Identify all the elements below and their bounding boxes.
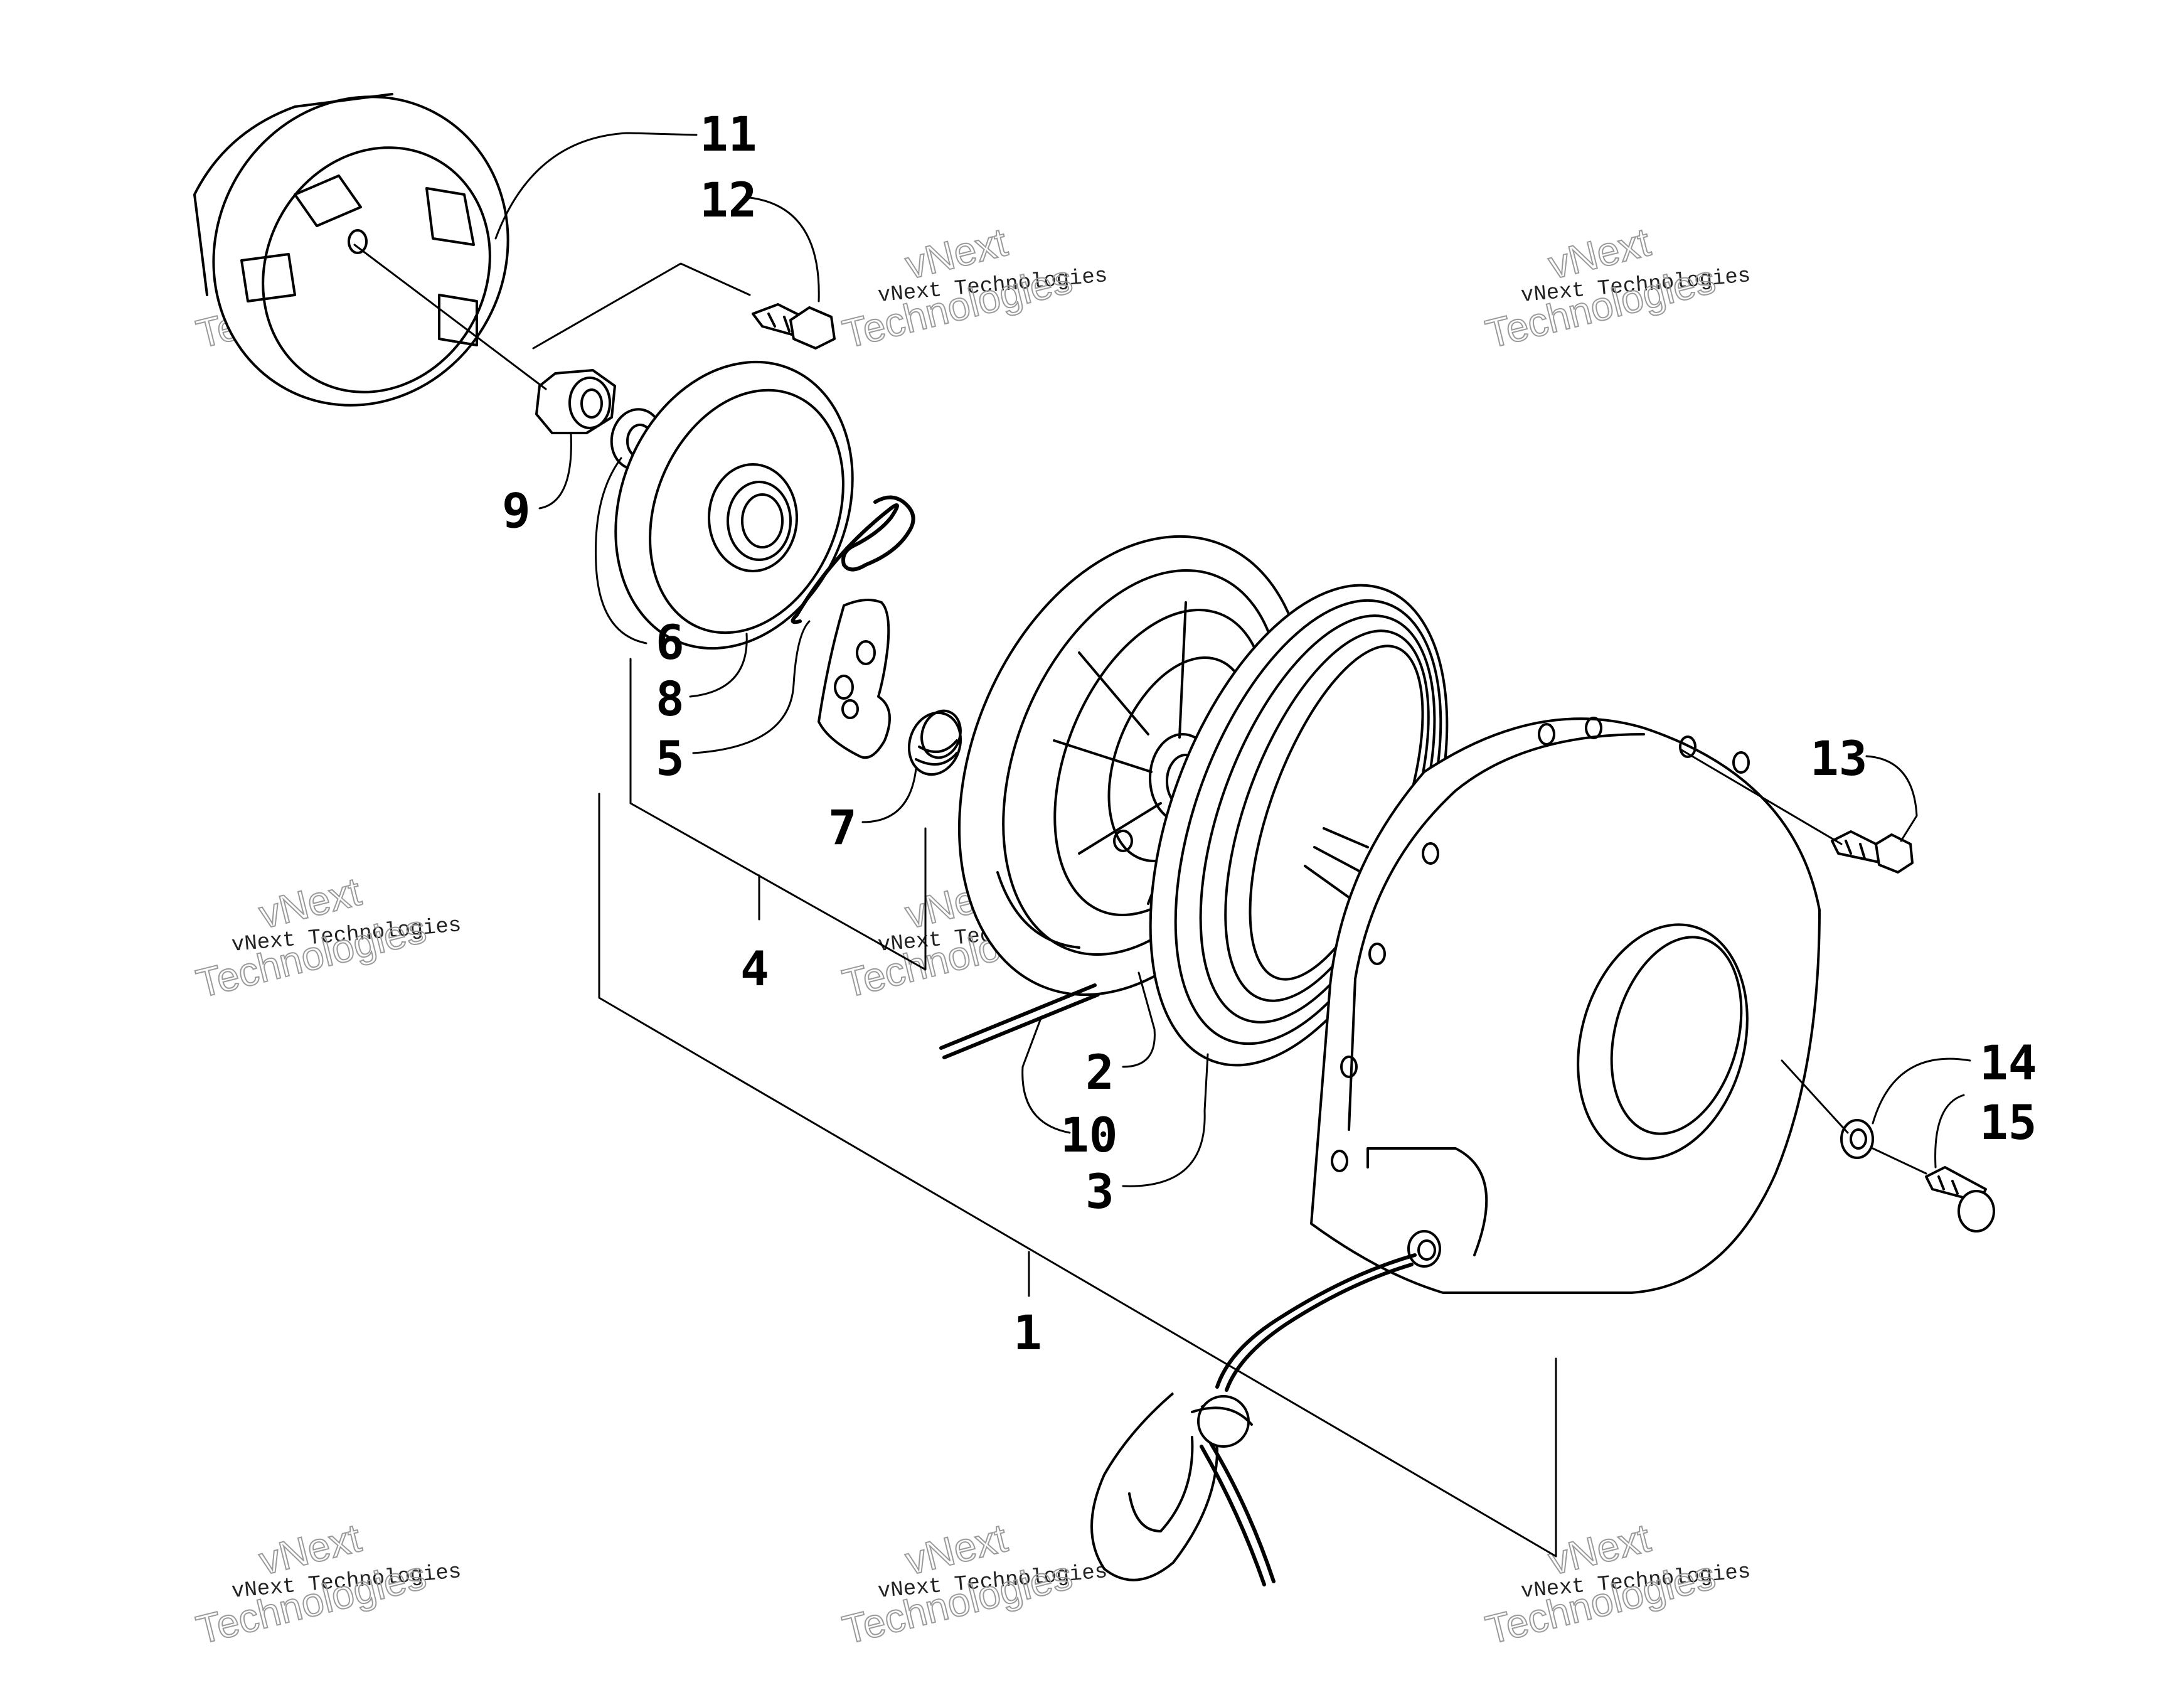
- callout-6: 6: [656, 614, 684, 670]
- callout-numbers: 11 12 9 6 8 5 7 4 2 10 3 1 13 14 15: [502, 106, 2037, 1361]
- spring-7: [907, 709, 962, 776]
- callout-10: 10: [1060, 1107, 1118, 1163]
- rope-10: [939, 983, 1100, 1059]
- watermark-bottom-left: vNext Technologies vNext Technologies: [191, 1514, 462, 1653]
- spring-clip-5: [791, 495, 915, 624]
- friction-plate-8: [614, 360, 854, 650]
- bolt-15: [1925, 1166, 1995, 1232]
- callout-13: 13: [1810, 730, 1868, 786]
- callout-1: 1: [1013, 1305, 1042, 1361]
- callout-9: 9: [502, 483, 531, 538]
- callout-7: 7: [828, 799, 857, 855]
- callout-5: 5: [656, 730, 684, 786]
- watermark-bottom-center: vNext Technologies vNext Technologies: [838, 1514, 1109, 1653]
- nut-9: [535, 369, 616, 434]
- callout-3: 3: [1085, 1163, 1114, 1219]
- callout-15: 15: [1979, 1094, 2037, 1150]
- callout-4: 4: [740, 941, 769, 997]
- watermark-top-right: vNext Technologies vNext Technologies: [1481, 218, 1752, 357]
- starter-housing: [1310, 717, 1821, 1294]
- callout-8: 8: [656, 671, 684, 727]
- pull-rope-handle: [1090, 1253, 1417, 1586]
- washer-14: [1840, 1119, 1874, 1159]
- callout-12: 12: [700, 172, 757, 228]
- watermark-mid-left: vNext Technologies vNext Technologies: [191, 868, 462, 1007]
- bolt-12: [752, 303, 836, 350]
- bolt-13: [1831, 830, 1914, 874]
- callout-14: 14: [1979, 1035, 2037, 1091]
- leader-lines: [353, 132, 1971, 1558]
- callout-11: 11: [700, 106, 757, 162]
- watermark-top-center: vNext Technologies vNext Technologies: [838, 218, 1109, 357]
- callout-2: 2: [1085, 1044, 1114, 1100]
- pawl: [818, 599, 891, 759]
- starter-cup: [193, 93, 509, 407]
